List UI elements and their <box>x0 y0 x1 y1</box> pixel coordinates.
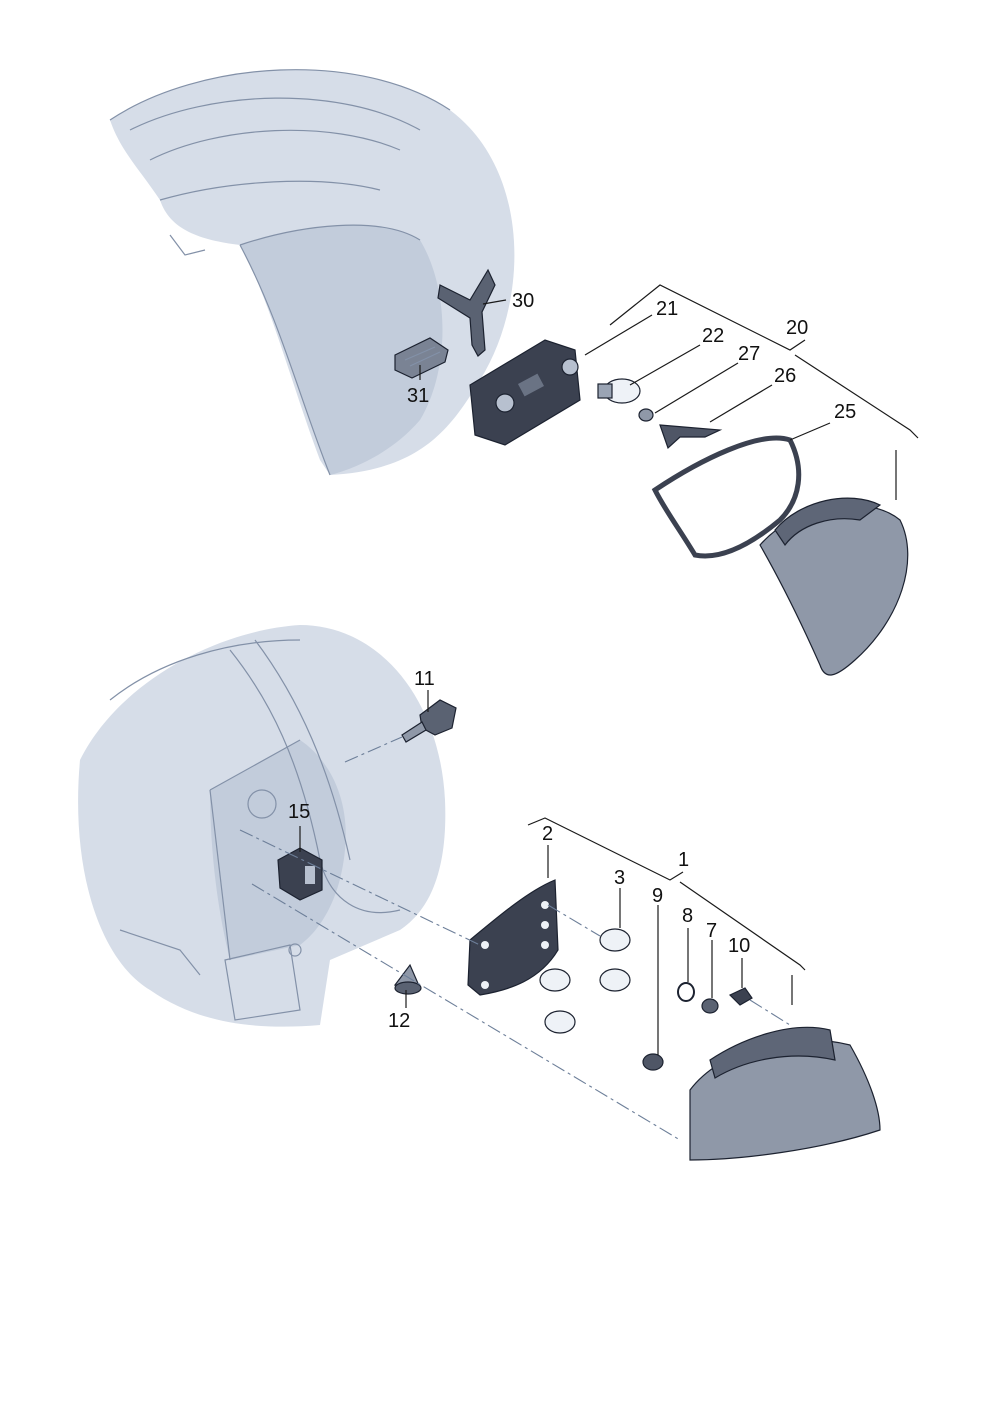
part-11-screw <box>401 699 457 743</box>
upper-leader-lines <box>419 284 919 500</box>
label-31: 31 <box>407 385 429 407</box>
label-27: 27 <box>738 343 760 365</box>
lower-leader-lines <box>299 690 806 1055</box>
part-31-connector <box>394 337 449 379</box>
label-30: 30 <box>512 290 534 312</box>
label-12: 12 <box>388 1010 410 1032</box>
part-2-bulb-carrier <box>467 879 559 996</box>
label-25: 25 <box>834 401 856 423</box>
label-9: 9 <box>652 885 663 907</box>
label-21: 21 <box>656 298 678 320</box>
label-11: 11 <box>414 668 435 690</box>
lower-vehicle-body <box>78 625 446 1027</box>
part-12-grommet <box>393 963 422 995</box>
part-7-nut <box>701 998 719 1014</box>
part-21-bulb-holder <box>469 339 581 446</box>
part-1-tail-light <box>689 1026 881 1161</box>
part-27-small-bulb <box>638 408 654 422</box>
part-25-gasket <box>651 435 802 559</box>
part-labels: 30 31 21 22 20 27 26 25 11 15 12 2 1 3 9… <box>288 290 856 1032</box>
label-26: 26 <box>774 365 796 387</box>
part-20-tail-light <box>759 497 909 676</box>
label-8: 8 <box>682 905 693 927</box>
part-26-clip <box>659 424 723 450</box>
part-8-o-ring <box>677 982 695 1002</box>
label-2: 2 <box>542 823 553 845</box>
upper-vehicle-body <box>109 69 515 476</box>
label-1: 1 <box>678 849 689 871</box>
label-7: 7 <box>706 920 717 942</box>
label-20: 20 <box>786 317 808 339</box>
label-3: 3 <box>614 867 625 889</box>
label-10: 10 <box>728 935 750 957</box>
label-22: 22 <box>702 325 724 347</box>
label-15: 15 <box>288 801 310 823</box>
part-10-clip <box>728 987 753 1006</box>
alignment-dash-lines <box>239 736 791 1141</box>
part-30-bracket <box>437 268 496 357</box>
part-3-bulbs <box>539 928 631 1034</box>
part-9-grommet <box>642 1053 664 1071</box>
